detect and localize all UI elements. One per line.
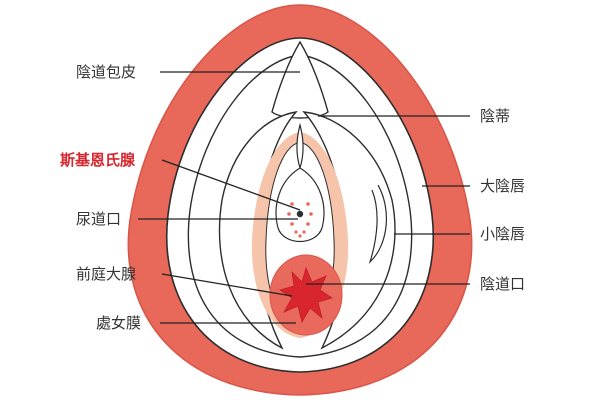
- label-labia-minora: 小陰唇: [480, 225, 526, 243]
- label-vaginal-opening: 陰道口: [480, 275, 526, 293]
- vaginal-opening-shape: [279, 266, 333, 324]
- leader-bartholin-glands: [161, 273, 293, 297]
- skene-gland-dots: [287, 202, 313, 238]
- labia-minora-fold: [368, 184, 388, 265]
- label-urethral-opening: 尿道口: [76, 210, 122, 228]
- inner-contour: [187, 54, 413, 358]
- leader-lines: [138, 71, 470, 324]
- label-clitoral-hood: 陰道包皮: [76, 63, 137, 81]
- leader-skene-glands: [161, 159, 301, 211]
- label-labia-majora: 大陰唇: [480, 177, 526, 195]
- label-frenulum: 陰蒂: [480, 107, 511, 125]
- clitoral-hood-shape: [271, 40, 329, 119]
- label-bartholin-glands: 前庭大腺: [76, 265, 137, 283]
- urethral-area: [275, 167, 325, 242]
- label-hymen: 處女膜: [96, 314, 142, 332]
- clitoris: [296, 122, 304, 171]
- label-skene-glands: 斯基恩氏腺: [60, 151, 136, 169]
- urethral-opening-dot: [296, 210, 304, 218]
